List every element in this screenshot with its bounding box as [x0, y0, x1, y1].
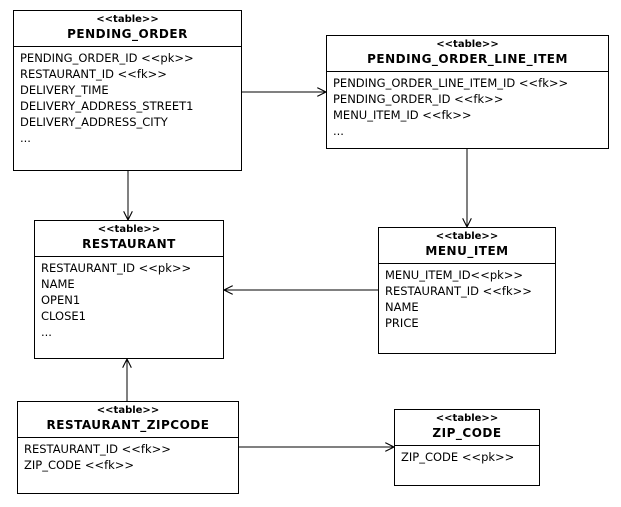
table-header: <<table>> RESTAURANT: [35, 221, 223, 257]
table-pending-order-line-item[interactable]: <<table>> PENDING_ORDER_LINE_ITEM PENDIN…: [326, 35, 609, 149]
column-list: RESTAURANT_ID <<fk>> ZIP_CODE <<fk>>: [18, 438, 238, 473]
column: PENDING_ORDER_LINE_ITEM_ID <<fk>>: [333, 76, 569, 90]
table-name: RESTAURANT_ZIPCODE: [46, 418, 210, 432]
table-name: PENDING_ORDER: [67, 27, 188, 41]
table-menu-item[interactable]: <<table>> MENU_ITEM MENU_ITEM_ID<<pk>> R…: [378, 227, 556, 354]
column-ellipsis: ...: [333, 124, 344, 138]
column: RESTAURANT_ID <<fk>>: [385, 284, 532, 298]
column: MENU_ITEM_ID <<fk>>: [333, 108, 472, 122]
column: DELIVERY_TIME: [20, 83, 109, 97]
column: ZIP_CODE <<pk>>: [401, 450, 515, 464]
column: RESTAURANT_ID <<fk>>: [24, 442, 171, 456]
column: RESTAURANT_ID <<pk>>: [41, 261, 192, 275]
table-zip-code[interactable]: <<table>> ZIP_CODE ZIP_CODE <<pk>>: [394, 409, 540, 486]
column: NAME: [41, 277, 75, 291]
column: MENU_ITEM_ID<<pk>>: [385, 268, 524, 282]
table-header: <<table>> PENDING_ORDER: [14, 11, 241, 47]
table-name: RESTAURANT: [82, 237, 176, 251]
column: PRICE: [385, 316, 419, 330]
table-name: ZIP_CODE: [432, 426, 502, 440]
stereotype-label: <<table>>: [96, 405, 160, 416]
table-restaurant[interactable]: <<table>> RESTAURANT RESTAURANT_ID <<pk>…: [34, 220, 224, 359]
stereotype-label: <<table>>: [96, 14, 159, 25]
column: PENDING_ORDER_ID <<fk>>: [333, 92, 504, 106]
table-header: <<table>> MENU_ITEM: [379, 228, 555, 264]
column-list: PENDING_ORDER_LINE_ITEM_ID <<fk>> PENDIN…: [327, 72, 608, 139]
column: OPEN1: [41, 293, 81, 307]
column: RESTAURANT_ID <<fk>>: [20, 67, 167, 81]
column: DELIVERY_ADDRESS_STREET1: [20, 99, 194, 113]
column: PENDING_ORDER_ID <<pk>>: [20, 51, 194, 65]
table-header: <<table>> PENDING_ORDER_LINE_ITEM: [327, 36, 608, 72]
column: ZIP_CODE <<fk>>: [24, 458, 135, 472]
column: DELIVERY_ADDRESS_CITY: [20, 115, 168, 129]
table-header: <<table>> ZIP_CODE: [395, 410, 539, 446]
table-name: MENU_ITEM: [425, 244, 509, 258]
column-list: RESTAURANT_ID <<pk>> NAME OPEN1 CLOSE1 .…: [35, 257, 223, 340]
column: NAME: [385, 300, 419, 314]
column-ellipsis: ...: [41, 325, 52, 339]
stereotype-label: <<table>>: [436, 39, 499, 50]
column-list: ZIP_CODE <<pk>>: [395, 446, 539, 465]
column: CLOSE1: [41, 309, 86, 323]
column-list: PENDING_ORDER_ID <<pk>> RESTAURANT_ID <<…: [14, 47, 241, 146]
stereotype-label: <<table>>: [97, 224, 161, 235]
table-header: <<table>> RESTAURANT_ZIPCODE: [18, 402, 238, 438]
table-name: PENDING_ORDER_LINE_ITEM: [367, 52, 568, 66]
column-list: MENU_ITEM_ID<<pk>> RESTAURANT_ID <<fk>> …: [379, 264, 555, 331]
column-ellipsis: ...: [20, 131, 31, 145]
stereotype-label: <<table>>: [435, 413, 499, 424]
table-pending-order[interactable]: <<table>> PENDING_ORDER PENDING_ORDER_ID…: [13, 10, 242, 171]
stereotype-label: <<table>>: [435, 231, 499, 242]
table-restaurant-zipcode[interactable]: <<table>> RESTAURANT_ZIPCODE RESTAURANT_…: [17, 401, 239, 494]
